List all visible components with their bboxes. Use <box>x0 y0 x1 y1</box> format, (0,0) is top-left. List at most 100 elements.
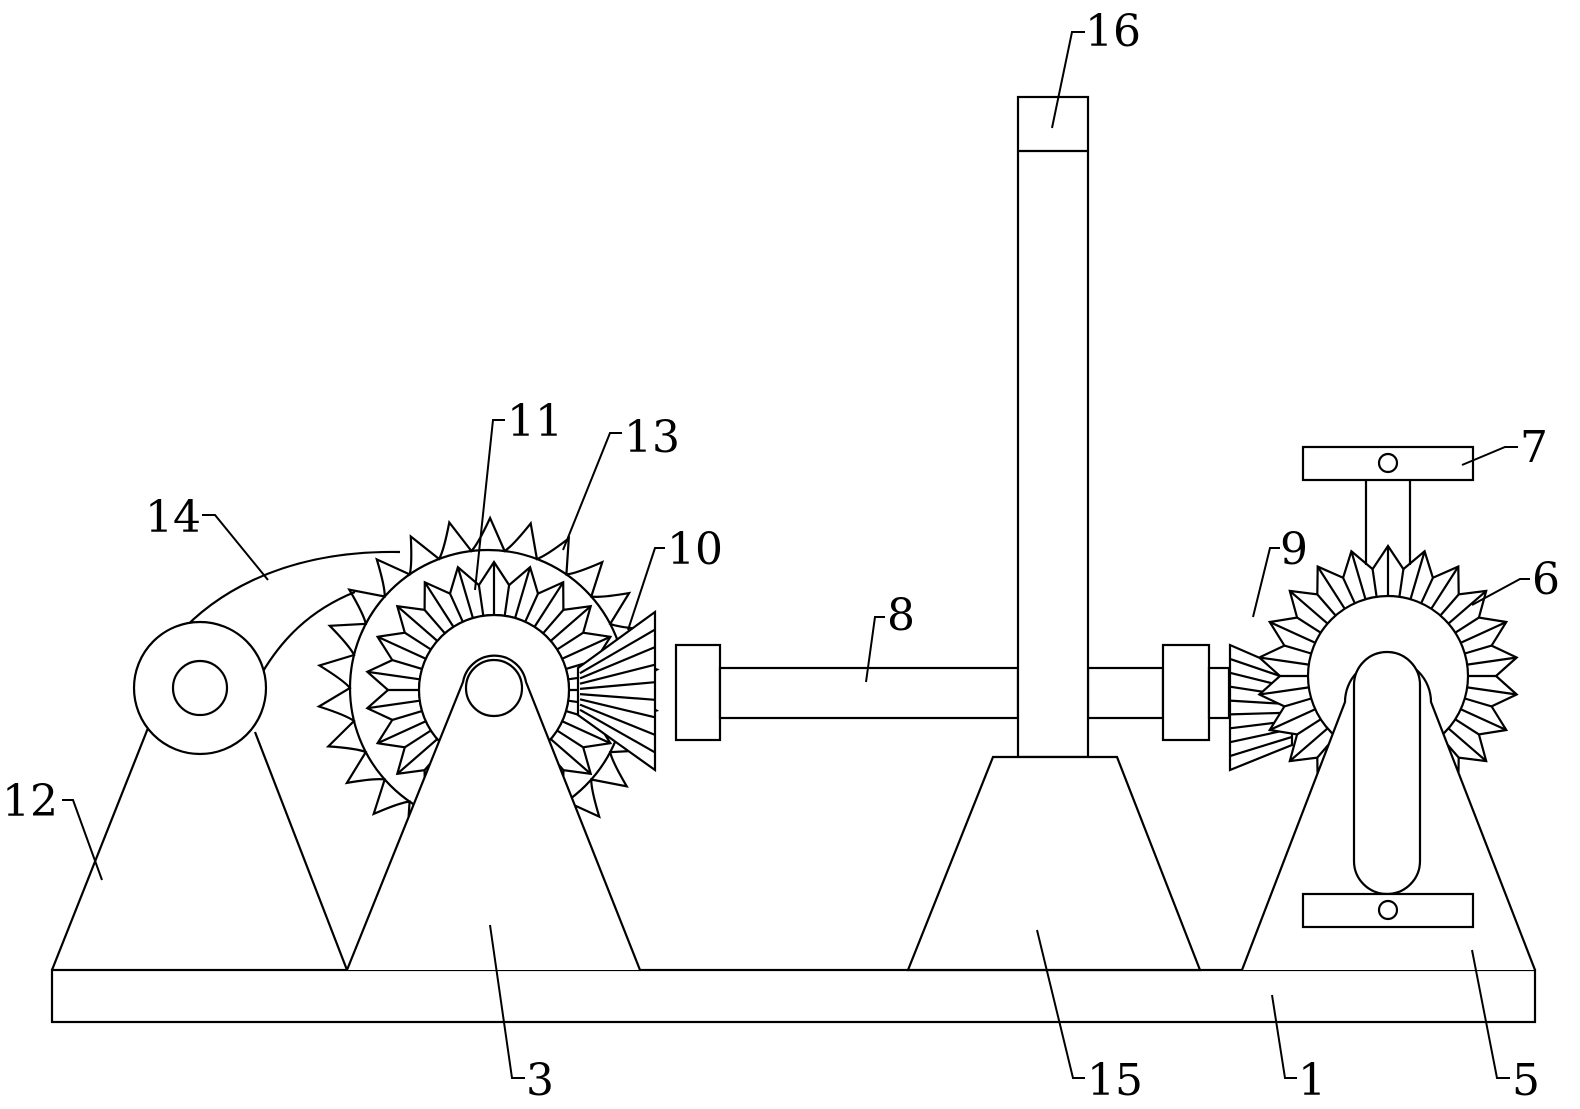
column-pedestal <box>906 755 1202 972</box>
gear-fold-line <box>1447 727 1487 762</box>
handle-bar-bottom-pin <box>1377 899 1399 921</box>
bevel-pinion-right-teeth <box>1229 657 1293 758</box>
gear-fold-line <box>477 584 485 616</box>
gear-fold-line <box>1409 550 1426 600</box>
gear-fold-line <box>561 635 611 660</box>
leader-10 <box>627 547 665 631</box>
gear-fold-line <box>1296 718 1322 736</box>
gear-fold-line <box>1289 590 1329 625</box>
label-15: 15 <box>1087 1055 1143 1106</box>
gear-fold-line <box>1447 590 1487 625</box>
label-7: 7 <box>1520 422 1548 473</box>
gear-fold-line <box>404 631 432 651</box>
gear-fold-line <box>1439 593 1460 617</box>
gear-fold-line <box>1398 568 1405 597</box>
gear-fold-line <box>1460 620 1507 644</box>
leader-3 <box>489 924 525 1079</box>
gear-fold-line <box>1430 566 1460 610</box>
middle-support-hole <box>464 658 524 718</box>
leader-16 <box>1051 31 1085 129</box>
pinion-fold-line <box>579 708 656 754</box>
label-12: 12 <box>2 776 58 827</box>
gear-fold-line <box>1284 644 1312 655</box>
shaft-coupling-right <box>1161 643 1211 742</box>
gear-fold-line <box>556 729 584 749</box>
gear-fold-line <box>377 720 427 745</box>
label-3: 3 <box>526 1055 554 1106</box>
left-support-right-edge <box>253 731 349 971</box>
label-14: 14 <box>145 492 201 543</box>
leader-15 <box>1036 929 1085 1079</box>
pinion-fold-line <box>579 628 656 675</box>
leader-12 <box>62 799 103 881</box>
gear-fold-line <box>423 581 455 628</box>
gear-fold-line <box>524 593 540 623</box>
upright-column <box>1016 95 1090 759</box>
pinion-fold-line <box>579 681 656 690</box>
pinion-fold-line <box>579 646 656 680</box>
label-10: 10 <box>667 524 723 575</box>
label-9: 9 <box>1280 524 1308 575</box>
gear-fold-line <box>1259 686 1309 696</box>
pinion-fold-line <box>579 698 656 719</box>
gear-fold-line <box>1316 593 1337 617</box>
shaft-end <box>1207 666 1231 720</box>
gear-fold-line <box>456 566 474 619</box>
gear-fold-line <box>1464 697 1492 708</box>
gear-fold-line <box>367 670 420 681</box>
gear-fold-line <box>542 609 565 635</box>
gear-fold-line <box>1269 708 1316 732</box>
leader-14 <box>202 514 269 581</box>
gear-fold-line <box>396 605 439 642</box>
gear-fold-line <box>556 631 584 651</box>
label-16: 16 <box>1085 6 1141 57</box>
label-5: 5 <box>1512 1055 1540 1106</box>
leader-9 <box>1252 547 1280 618</box>
gear-fold-line <box>1454 616 1480 634</box>
pinion-fold-line <box>579 693 656 701</box>
bevel-pinion-left-teeth <box>579 628 656 754</box>
gear-fold-line <box>391 659 423 670</box>
gear-fold-line <box>1460 708 1507 732</box>
gear-fold-line <box>1350 550 1367 600</box>
leader-6 <box>1471 578 1530 606</box>
gear-fold-line <box>1284 697 1312 708</box>
pinion-fold-line <box>1229 735 1293 758</box>
gear-fold-line <box>533 581 565 628</box>
curved-housing-inner <box>257 590 356 681</box>
label-6: 6 <box>1532 554 1560 605</box>
gear-fold-line <box>503 584 511 616</box>
label-8: 8 <box>887 590 915 641</box>
gear-fold-line <box>1342 577 1356 604</box>
gear-fold-line <box>1269 620 1316 644</box>
bevel-pinion-left <box>576 609 657 773</box>
label-13: 13 <box>624 412 680 463</box>
right-support-slot <box>1352 650 1422 896</box>
label-1: 1 <box>1298 1055 1326 1106</box>
gear-fold-line <box>1467 686 1517 696</box>
gear-fold-line <box>1420 577 1434 604</box>
leader-13 <box>562 432 622 551</box>
middle-support <box>345 654 642 971</box>
gear-fold-line <box>549 605 592 642</box>
gear-fold-line <box>514 566 532 619</box>
gear-fold-line <box>1289 727 1329 762</box>
gear-fold-line <box>1371 568 1378 597</box>
gear-fold-line <box>448 593 464 623</box>
shaft-coupling-left <box>674 643 722 742</box>
left-pivot-hole <box>171 659 229 717</box>
gear-fold-line <box>377 635 427 660</box>
pinion-fold-line <box>579 703 656 736</box>
gear-fold-line <box>1259 656 1309 666</box>
leader-5 <box>1471 949 1510 1079</box>
gear-fold-line <box>549 738 592 775</box>
gear-fold-line <box>423 609 446 635</box>
gear-fold-line <box>367 699 420 710</box>
gear-fold-line <box>1464 644 1492 655</box>
label-11: 11 <box>507 396 563 447</box>
gear-fold-line <box>561 720 611 745</box>
gear-fold-line <box>404 729 432 749</box>
left-support <box>50 727 150 971</box>
gear-fold-line <box>396 738 439 775</box>
